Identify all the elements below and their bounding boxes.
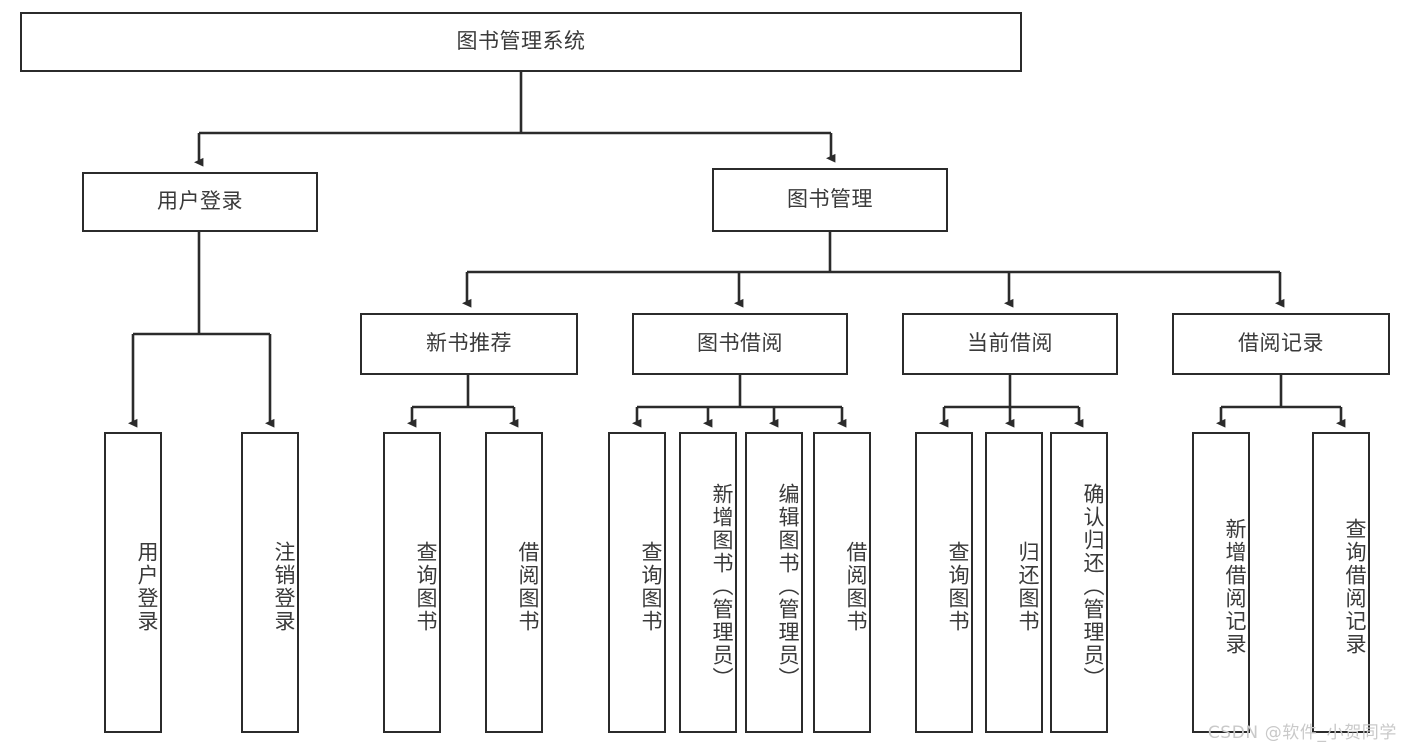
node-user-login[interactable]: 用户登录: [82, 172, 318, 232]
leaf-query-book-3-label: 查询图书: [946, 540, 970, 633]
node-user-login-label: 用户登录: [157, 189, 243, 214]
leaf-logout-login[interactable]: 注销登录: [241, 432, 299, 733]
leaf-query-record-label: 查询借阅记录: [1343, 517, 1367, 656]
leaf-borrow-book-1[interactable]: 借阅图书: [485, 432, 543, 733]
leaf-query-book-1-label: 查询图书: [414, 540, 438, 633]
leaf-return-book-label: 归还图书: [1016, 540, 1040, 633]
leaf-query-book-3[interactable]: 查询图书: [915, 432, 973, 733]
node-book-borrow[interactable]: 图书借阅: [632, 313, 848, 375]
leaf-add-record[interactable]: 新增借阅记录: [1192, 432, 1250, 733]
leaf-borrow-book-2-label: 借阅图书: [844, 540, 868, 633]
node-book-manage[interactable]: 图书管理: [712, 168, 948, 232]
leaf-edit-book-label: 编辑图书（管理员）: [776, 483, 800, 690]
leaf-user-login[interactable]: 用户登录: [104, 432, 162, 733]
leaf-edit-book[interactable]: 编辑图书（管理员）: [745, 432, 803, 733]
leaf-user-login-label: 用户登录: [135, 540, 159, 633]
leaf-borrow-book-1-label: 借阅图书: [516, 540, 540, 633]
leaf-query-book-2-label: 查询图书: [639, 540, 663, 633]
node-new-book-rec[interactable]: 新书推荐: [360, 313, 578, 375]
leaf-confirm-return-label: 确认归还（管理员）: [1081, 483, 1105, 690]
leaf-add-book[interactable]: 新增图书（管理员）: [679, 432, 737, 733]
leaf-query-book-1[interactable]: 查询图书: [383, 432, 441, 733]
leaf-query-record[interactable]: 查询借阅记录: [1312, 432, 1370, 733]
node-current-borrow[interactable]: 当前借阅: [902, 313, 1118, 375]
node-current-borrow-label: 当前借阅: [967, 331, 1053, 356]
node-borrow-record[interactable]: 借阅记录: [1172, 313, 1390, 375]
leaf-return-book[interactable]: 归还图书: [985, 432, 1043, 733]
node-borrow-record-label: 借阅记录: [1238, 331, 1324, 356]
leaf-logout-login-label: 注销登录: [272, 540, 296, 633]
leaf-query-book-2[interactable]: 查询图书: [608, 432, 666, 733]
node-book-manage-label: 图书管理: [787, 187, 873, 212]
node-new-book-rec-label: 新书推荐: [426, 331, 512, 356]
leaf-add-record-label: 新增借阅记录: [1223, 517, 1247, 656]
leaf-confirm-return[interactable]: 确认归还（管理员）: [1050, 432, 1108, 733]
node-book-borrow-label: 图书借阅: [697, 331, 783, 356]
node-root[interactable]: 图书管理系统: [20, 12, 1022, 72]
node-root-label: 图书管理系统: [456, 29, 586, 54]
leaf-borrow-book-2[interactable]: 借阅图书: [813, 432, 871, 733]
leaf-add-book-label: 新增图书（管理员）: [710, 483, 734, 690]
csdn-watermark: CSDN @软件_小贺同学: [1207, 723, 1397, 743]
